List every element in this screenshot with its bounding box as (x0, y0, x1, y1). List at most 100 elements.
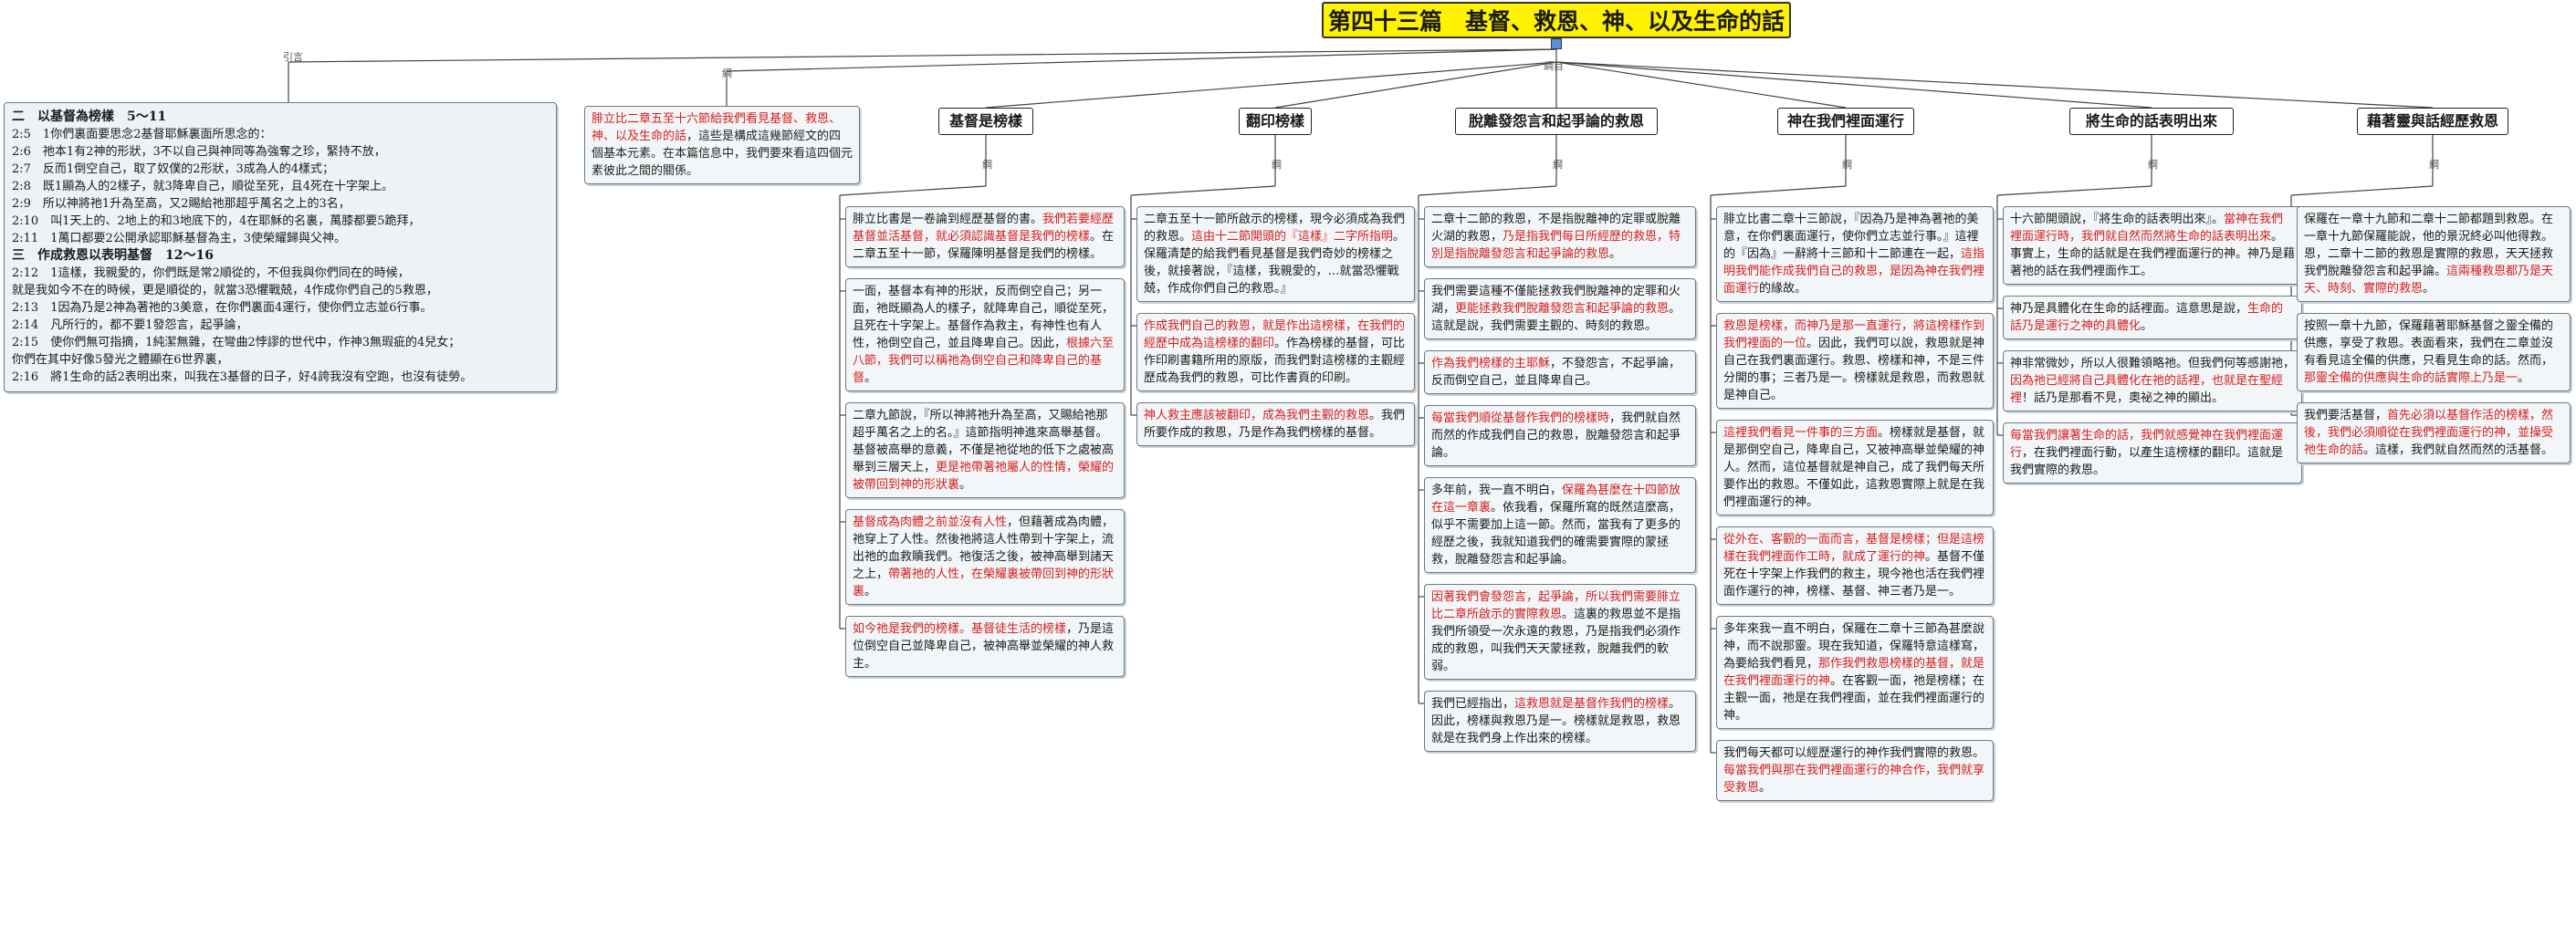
note-text: 的緣故。 (1759, 282, 1807, 296)
column-header-6: 藉著靈與話經歷救恩 (2357, 108, 2508, 135)
note-highlight: 這由十二節開頭的『這樣』二字所指明 (1191, 230, 1394, 244)
note-col2-2: 作成我們自己的救恩，就是作出這榜樣，在我們的經歷中成為這榜樣的翻印。作為榜樣的基… (1136, 313, 1415, 391)
wire-col-branch-5 (1996, 185, 2152, 196)
note-highlight: 神人救主應該被翻印，成為我們主觀的救恩 (1144, 409, 1370, 422)
note-col3-3: 作為我們榜樣的主耶穌，不發怨言，不起爭論，反而倒空自己，並且降卑自己。 (1424, 350, 1696, 394)
wire-root-col-1 (985, 61, 1557, 109)
column-header-1: 基督是榜樣 (938, 108, 1033, 135)
wire-root-col-5 (1555, 61, 2152, 109)
note-text: 。在二章五至十一節，保羅陳明基督是我們的榜樣。 (853, 230, 1115, 261)
intro-section-heading: 三 作成救恩以表明基督 12～16 (12, 248, 214, 263)
note-col3-6: 因著我們會發怨言，起爭論，所以我們需要腓立比二章所啟示的實際救恩。這裏的救恩並不… (1424, 584, 1696, 680)
note-col3-4: 每當我們順從基督作我們的榜樣時，我們就自然而然的作成我們自己的救恩，脫離發怨言和… (1424, 405, 1696, 466)
wire-root-col-6 (1555, 61, 2434, 109)
note-text: 我們要活基督， (2304, 409, 2388, 422)
note-text: 。基督不僅死在十字架上作我們的救主，現今祂也活在我們裡面作運行的神，榜樣、基督、… (1723, 550, 1985, 599)
note-highlight: 每當我們順從基督作我們的榜樣時 (1431, 411, 1610, 425)
note-highlight: 每當我們與那在我們裡面運行的神合作，我們就享受救恩 (1723, 764, 1985, 795)
note-text: 。這裏的救恩並不是指我們所領受一次永遠的救恩，乃是指我們必須作成的救恩，叫我們天… (1431, 608, 1681, 673)
note-highlight: 因著我們會發怨言，起爭論，所以我們需要腓立比二章所啟示的實際救恩 (1431, 590, 1681, 621)
note-text: 腓立比書二章十三節說，『因為乃是神為著祂的美意，在你們裏面運行，使你們立志並行事… (1723, 213, 1979, 261)
page-title: 第四十三篇 基督、救恩、神、以及生命的話 (1322, 2, 1791, 38)
note-highlight: 因為祂已經將自己具體化在祂的話裡，也就是在聖經裡 (2010, 374, 2284, 405)
note-text: ，但藉著成為肉體，祂穿上了人性。然後祂將這人性帶到十字架上，流出祂的血救贖我們。… (853, 515, 1115, 581)
intro-verse-line: 2:5 1你們裏面要思念2基督耶穌裏面所思念的： (12, 128, 272, 141)
intro-verse-line: 2:10 叫1天上的、2地上的和3地底下的，4在耶穌的名裏，萬膝都要5跪拜， (12, 214, 421, 228)
note-text: 多年來我一直不明白，保羅在二章十三節為甚麼說神，而不說那靈。現在我知道，保羅特意… (1723, 622, 1985, 671)
note-col5-3: 神非常微妙，所以人很難領略祂。但我們何等感謝祂， 因為祂已經將自己具體化在祂的話裡… (2003, 350, 2302, 411)
wire-col-branch-2 (1130, 185, 1276, 196)
note-highlight: 基督成為肉體之前並沒有人性 (853, 515, 1008, 529)
note-text: 。因此，榜樣與救恩乃是一。榜樣就是救恩，救恩就是在我們身上作出來的榜樣。 (1431, 697, 1681, 745)
note-text: 。因此，我們可以說，救恩就是神自己在我們裏面運行。救恩、榜樣和神，不是三件分開的… (1723, 337, 1985, 402)
note-text: 。 (1759, 781, 1772, 795)
wire-root-col-2 (1274, 61, 1557, 109)
intro-verse-line: 你們在其中好像5發光之體顯在6世界裏， (12, 353, 229, 367)
note-col4-5: 多年來我一直不明白，保羅在二章十三節為甚麼說神，而不說那靈。現在我知道，保羅特意… (1716, 616, 1994, 729)
intro-verse-line: 2:13 1因為乃是2神為著祂的3美意，在你們裏面4運行，使你們立志並6行事。 (12, 301, 433, 315)
note-col3-5: 多年前，我一直不明白，保羅為甚麼在十四節放在這一章裏。依我看，保羅所寫的既然這麼… (1424, 477, 1696, 573)
note-highlight: 乃是指我們每日所經歷的救恩，特別是指脫離發怨言和起爭論的救恩 (1431, 230, 1681, 261)
note-text: 一面，基督本有神的形狀，反而倒空自己；另一面，祂既顯為人的樣子，就降卑自己，順從… (853, 285, 1115, 350)
note-text: 。 (2518, 371, 2530, 385)
note-text: 。作為榜樣的基督，可比作印刷書籍所用的原版，而我們對這榜樣的主觀經歷成為我們的救… (1144, 337, 1406, 385)
note-col4-3: 這裡我們看見一件事的三方面。榜樣就是基督，就是那倒空自己，降卑自己，又被神高舉並… (1716, 420, 1994, 515)
column-marker-2: 綱 (1272, 159, 1282, 171)
intro-verse-line: 2:8 既1顯為人的2樣子，就3降卑自己，順從至死，且4死在十字架上。 (12, 180, 394, 193)
note-text: 。 (1609, 247, 1622, 261)
column-header-2: 翻印榜樣 (1239, 108, 1312, 135)
note-text: 神乃是具體化在生命的話裡面。這意思是說， (2010, 302, 2248, 316)
column-marker-4: 綱 (1842, 159, 1852, 171)
column-marker-6: 綱 (2429, 159, 2439, 171)
note-col3-1: 二章十二節的救恩，不是指脫離神的定罪或脫離火湖的救恩，乃是指我們每日所經歷的救恩… (1424, 206, 1696, 267)
root-marker-icon (1551, 38, 1562, 49)
column-marker-5: 綱 (2148, 159, 2158, 171)
note-text: 。保羅清楚的給我們看見基督是我們奇妙的榜樣之後，就接著說，『這樣，我親愛的，…就… (1144, 230, 1406, 296)
note-col4-6: 我們每天都可以經歷運行的神作我們實際的救恩。每當我們與那在我們裡面運行的神合作，… (1716, 740, 1994, 801)
note-highlight: 這裡我們看見一件事的三方面 (1723, 426, 1879, 440)
note-highlight: 那靈全備的供應與生命的話實際上乃是一 (2304, 371, 2518, 385)
note-col1-2: 一面，基督本有神的形狀，反而倒空自己；另一面，祂既顯為人的樣子，就降卑自己，順從… (845, 278, 1125, 391)
note-highlight: 如今祂是我們的榜樣。基督徒生活的榜樣 (853, 622, 1067, 636)
note-text: 神非常微妙，所以人很難領略祂。但我們何等感謝祂， (2010, 357, 2296, 370)
note-text: 。 (864, 585, 877, 599)
note-highlight: 這兩種救恩都乃是天天、時刻、實際的救恩 (2304, 265, 2554, 296)
wire-col-branch-6 (2290, 185, 2434, 196)
note-col5-4: 每當我們讓著生命的話，我們就感覺神在我們裡面運行，在我們裡面行動，以產生這榜樣的… (2003, 422, 2302, 484)
note-text: 。這就是說，我們需要主觀的、時刻的救恩。 (1431, 302, 1681, 333)
note-highlight: 這救恩就是基督作我們的榜樣 (1514, 697, 1670, 711)
note-col1-3: 二章九節說，『所以神將祂升為至高，又賜給祂那超乎萬名之上的名。』這節指明神進來高… (845, 402, 1125, 498)
intro-verse-line: 2:9 所以神將祂1升為至高，又2賜給祂那超乎萬名之上的3名， (12, 197, 351, 211)
note-highlight: 這指明我們能作成我們自己的救恩，是因為神在我們裡面運行 (1723, 247, 1985, 296)
note-col1-5: 如今祂是我們的榜樣。基督徒生活的榜樣，乃是這位倒空自己並降卑自己，被神高舉並榮耀… (845, 616, 1125, 677)
column-header-4: 神在我們裡面運行 (1777, 108, 1914, 135)
note-text: 。 (2423, 282, 2435, 296)
note-text: 我們需要這種不僅能拯救我們脫離神的定罪和火湖， (1431, 285, 1681, 316)
note-col4-2: 救恩是榜樣，而神乃是那一直運行，將這榜樣作到我們裡面的一位。因此，我們可以說，救… (1716, 313, 1994, 409)
note-col2-1: 二章五至十一節所啟示的榜樣，現今必須成為我們的救恩。這由十二節開頭的『這樣』二字… (1136, 206, 1415, 302)
note-text: ，在我們裡面行動，以產生這榜樣的翻印。這就是我們實際的救恩。 (2010, 446, 2284, 477)
note-highlight: 生命的話乃是運行之神的具體化 (2010, 302, 2284, 333)
note-col3-2: 我們需要這種不僅能拯救我們脫離神的定罪和火湖，更能拯救我們脫離發怨言和起爭論的救… (1424, 278, 1696, 339)
note-text: 。榜樣就是基督，就是那倒空自己，降卑自己，又被神高舉並榮耀的神人。然而，這位基督… (1723, 426, 1985, 509)
label-intro: 引言 (283, 51, 303, 63)
note-text: 我們每天都可以經歷運行的神作我們實際的救恩。 (1723, 746, 1985, 760)
wire-root-intro (288, 48, 1557, 63)
column-marker-3: 綱 (1553, 159, 1563, 171)
note-col5-2: 神乃是具體化在生命的話裡面。這意思是說，生命的話乃是運行之神的具體化。 (2003, 296, 2302, 339)
note-text: ！話乃是那看不見，奧祕之神的顯出。 (2022, 391, 2225, 405)
note-text: ，不發怨言，不起爭論，反而倒空自己，並且降卑自己。 (1431, 357, 1681, 388)
note-col2-3: 神人救主應該被翻印，成為我們主觀的救恩。我們所要作成的救恩，乃是作為我們榜樣的基… (1136, 402, 1415, 446)
note-text: 。 (864, 371, 877, 385)
note-text: 。事實上，生命的話就是在我們裡面運行的神。神乃是藉著祂的話在我們裡面作工。 (2010, 230, 2296, 278)
note-text: 。我們所要作成的救恩，乃是作為我們榜樣的基督。 (1144, 409, 1406, 440)
note-text: 多年前，我一直不明白， (1431, 484, 1563, 497)
label-outline-items: 綱目 (1544, 60, 1564, 72)
note-text: 二章九節說，『所以神將祂升為至高，又賜給祂那超乎萬名之上的名。』這節指明神進來高… (853, 409, 1115, 474)
intro-verse-line: 2:7 反而1倒空自己，取了奴僕的2形狀，3成為人的4樣式； (12, 162, 335, 176)
note-highlight: 根據六至八節，我們可以稱祂為倒空自己和降卑自己的基督 (853, 337, 1115, 385)
note-col3-7: 我們已經指出，這救恩就是基督作我們的榜樣。因此，榜樣與救恩乃是一。榜樣就是救恩，… (1424, 691, 1696, 752)
note-highlight: 帶著祂的人性，在榮耀裏被帶回到神的形狀裏 (853, 567, 1115, 599)
intro-section-heading: 二 以基督為榜樣 5～11 (12, 109, 167, 124)
